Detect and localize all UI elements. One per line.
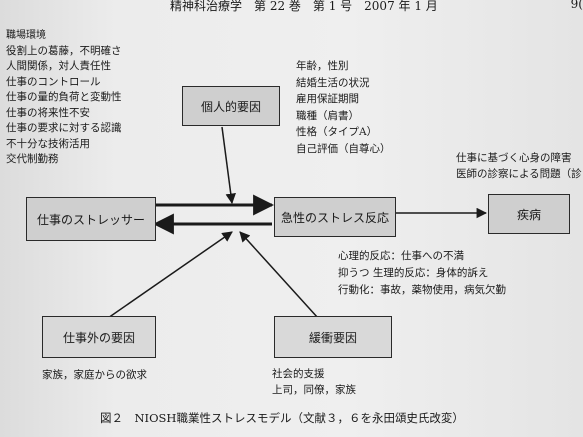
- list-item: 人間関係，対人責任性: [6, 60, 111, 72]
- work-environment-list: 職場環境 役割上の葛藤，不明確さ 人間関係，対人責任性 仕事のコントロール 仕事…: [6, 28, 122, 168]
- list-item: 年齢，性別: [296, 60, 349, 72]
- job-stressor-box: 仕事のストレッサー: [26, 197, 156, 241]
- list-item: 結婚生活の状況: [296, 76, 370, 89]
- acute-stress-reaction-box: 急性のストレス反応: [274, 197, 396, 237]
- box-label: 仕事外の要因: [62, 330, 135, 345]
- figure-caption: 図２ NIOSH職業性ストレスモデル（文献３，６を永田頌史氏改変）: [100, 411, 464, 425]
- arrow-personal-to-center: [221, 126, 236, 205]
- outside-factors-list: 家族，家庭からの欲求: [42, 368, 147, 384]
- non-work-factors-box: 仕事外の要因: [42, 316, 156, 358]
- box-label: 緩衝要因: [308, 330, 357, 345]
- list-item: 医師の診察による問題（診: [456, 168, 582, 180]
- list-item: 仕事の将来性不安: [6, 106, 90, 119]
- work-environment-title: 職場環境: [6, 30, 46, 41]
- list-item: 行動化：事故，薬物使用，病気欠勤: [338, 284, 506, 296]
- list-item: 交代制勤務: [6, 153, 59, 165]
- journal-header: 精神科治療学 第 22 巻 第 1 号 2007 年 1 月: [170, 0, 438, 13]
- list-item: 社会的支援: [272, 368, 325, 380]
- list-item: 役割上の葛藤，不明確さ: [6, 44, 122, 57]
- box-label: 仕事のストレッサー: [36, 212, 145, 227]
- personal-factors-box: 個人的要因: [182, 86, 280, 126]
- list-item: 自己評価（自尊心）: [296, 142, 391, 155]
- list-item: 家族，家庭からの欲求: [42, 369, 147, 381]
- list-item: 仕事の量的負荷と変動性: [6, 91, 122, 103]
- list-item: 雇用保証期間: [296, 93, 359, 105]
- list-item: 性格（タイプA）: [296, 126, 378, 138]
- page-number: 9(: [570, 0, 583, 11]
- stress-reaction-list: 心理的反応：仕事への不満 抑うつ 生理的反応：身体的訴え 行動化：事故，薬物使用…: [338, 248, 506, 299]
- list-item: 不十分な技術活用: [6, 137, 90, 150]
- list-item: 心理的反応：仕事への不満: [338, 250, 464, 262]
- list-item: 仕事の要求に対する認識: [6, 122, 122, 134]
- list-item: 抑うつ 生理的反応：身体的訴え: [338, 267, 489, 279]
- disease-box: 疾病: [488, 194, 570, 234]
- list-item: 仕事のコントロール: [6, 75, 101, 88]
- arrow-outside-to-center: [107, 231, 233, 319]
- list-item: 職種（肩書）: [296, 109, 359, 122]
- arrow-buffer-to-center: [239, 231, 319, 319]
- box-label: 個人的要因: [200, 99, 261, 114]
- list-item: 仕事に基づく心身の障害: [456, 152, 572, 164]
- box-label: 疾病: [516, 207, 541, 222]
- buffer-factors-box: 緩衝要因: [274, 316, 392, 358]
- list-item: 上司，同僚，家族: [272, 384, 356, 396]
- buffer-factors-list: 社会的支援 上司，同僚，家族: [272, 366, 356, 398]
- personal-factors-list: 年齢，性別 結婚生活の状況 雇用保証期間 職種（肩書） 性格（タイプA） 自己評…: [296, 58, 391, 157]
- disease-list: 仕事に基づく心身の障害 医師の診察による問題（診: [456, 150, 582, 182]
- box-label: 急性のストレス反応: [280, 210, 389, 225]
